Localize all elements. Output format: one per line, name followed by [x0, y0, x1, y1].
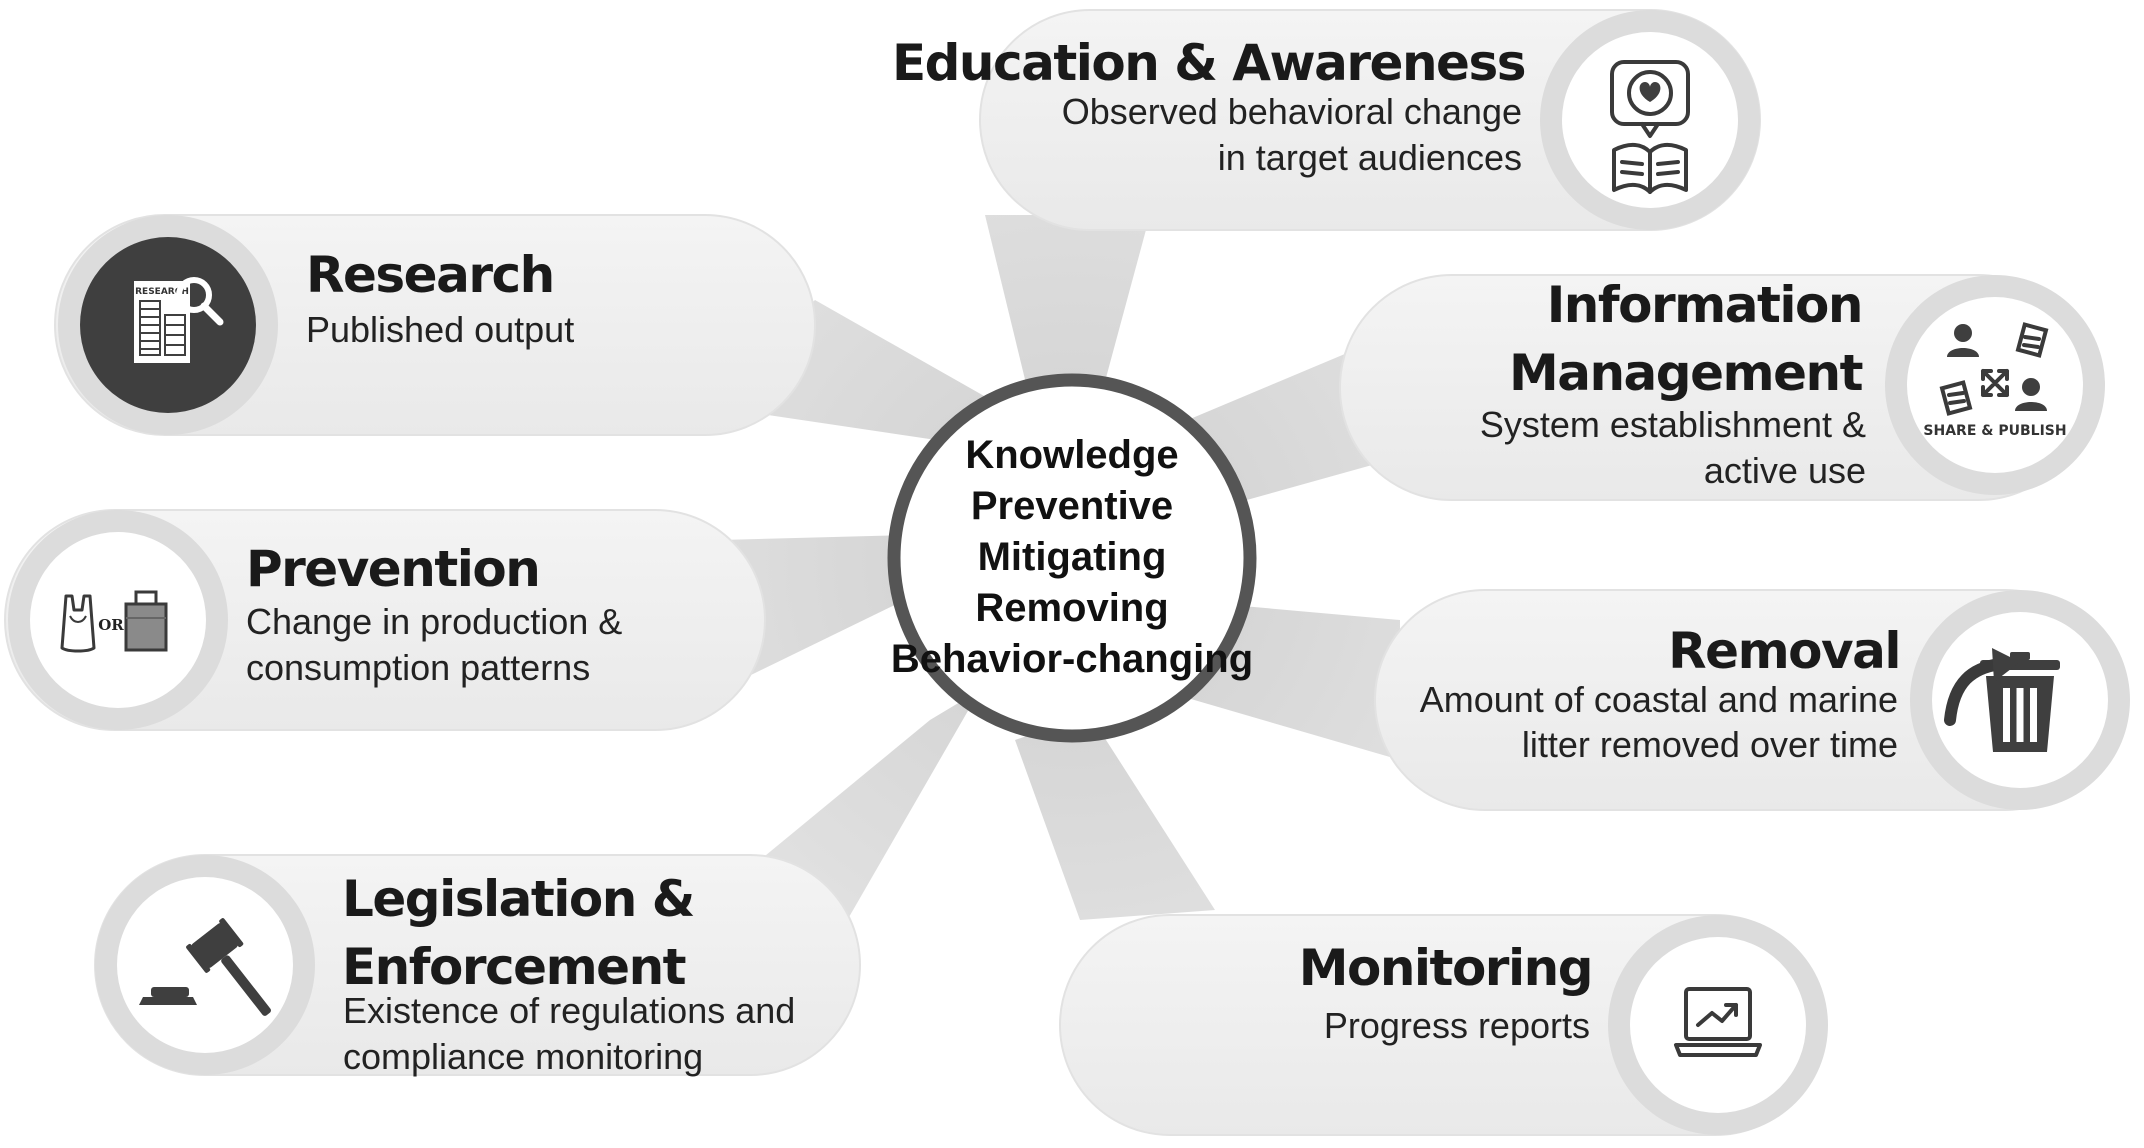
node-description: consumption patterns: [246, 647, 590, 688]
node-description: Observed behavioral change: [1062, 91, 1522, 132]
node-description: Progress reports: [1324, 1005, 1590, 1046]
node-title: Legislation &: [342, 870, 694, 928]
node-description: Amount of coastal and marine: [1420, 679, 1898, 720]
or-label: OR: [98, 616, 124, 634]
node-title: Information: [1547, 276, 1862, 334]
node-title: Research: [306, 246, 554, 304]
node-title: Management: [1509, 344, 1863, 402]
icon-disc-education: [1562, 32, 1738, 208]
hub-label: Preventive: [971, 484, 1173, 528]
node-description: System establishment &: [1480, 404, 1866, 445]
hub-label: Knowledge: [965, 433, 1178, 477]
node-title: Education & Awareness: [892, 34, 1525, 92]
bag-choice-icon: OR: [60, 590, 168, 653]
research-label: RESEARCH: [135, 287, 189, 297]
hub-circle: [887, 373, 1257, 743]
beam-education: [985, 215, 1150, 400]
node-description: Change in production &: [246, 601, 622, 642]
hub-label: Mitigating: [978, 535, 1167, 579]
node-description: active use: [1704, 450, 1866, 491]
globe-heart-book-icon: [1610, 60, 1690, 194]
node-description: Published output: [306, 309, 574, 350]
share-publish-icon: SHARE & PUBLISH: [1923, 322, 2067, 439]
node-description: litter removed over time: [1522, 724, 1898, 765]
share-publish-label: SHARE & PUBLISH: [1923, 423, 2066, 439]
node-description: compliance monitoring: [343, 1036, 703, 1077]
node-information: SHARE & PUBLISH Information Management S…: [1339, 274, 2105, 501]
icon-disc-monitoring: [1630, 937, 1806, 1113]
node-title: Prevention: [246, 540, 539, 598]
hub-label: Behavior-changing: [891, 637, 1253, 681]
hub: Knowledge Preventive Mitigating Removing…: [887, 373, 1257, 743]
node-prevention: OR Prevention Change in production & con…: [4, 509, 766, 731]
gavel-icon: [139, 918, 271, 1016]
beam-monitoring: [1015, 715, 1215, 920]
trash-bin-icon: [1944, 648, 2060, 752]
beam-prevention: [720, 535, 910, 690]
node-title: Enforcement: [342, 938, 686, 996]
node-monitoring: Monitoring Progress reports: [1059, 914, 1828, 1136]
node-title: Monitoring: [1299, 939, 1592, 997]
node-title: Removal: [1668, 622, 1900, 680]
laptop-chart-icon: [1674, 987, 1762, 1057]
icon-disc-prevention: [30, 532, 206, 708]
node-legislation: Legislation & Enforcement Existence of r…: [94, 854, 861, 1077]
research-document-icon: RESEARCH: [134, 277, 224, 363]
node-description: in target audiences: [1218, 137, 1522, 178]
node-education: Education & Awareness Observed behaviora…: [892, 9, 1761, 231]
node-description: Existence of regulations and: [343, 990, 795, 1031]
hub-label: Removing: [975, 586, 1168, 630]
node-removal: Removal Amount of coastal and marine lit…: [1374, 589, 2130, 811]
node-research: RESEARCH Research Published output: [54, 214, 816, 436]
